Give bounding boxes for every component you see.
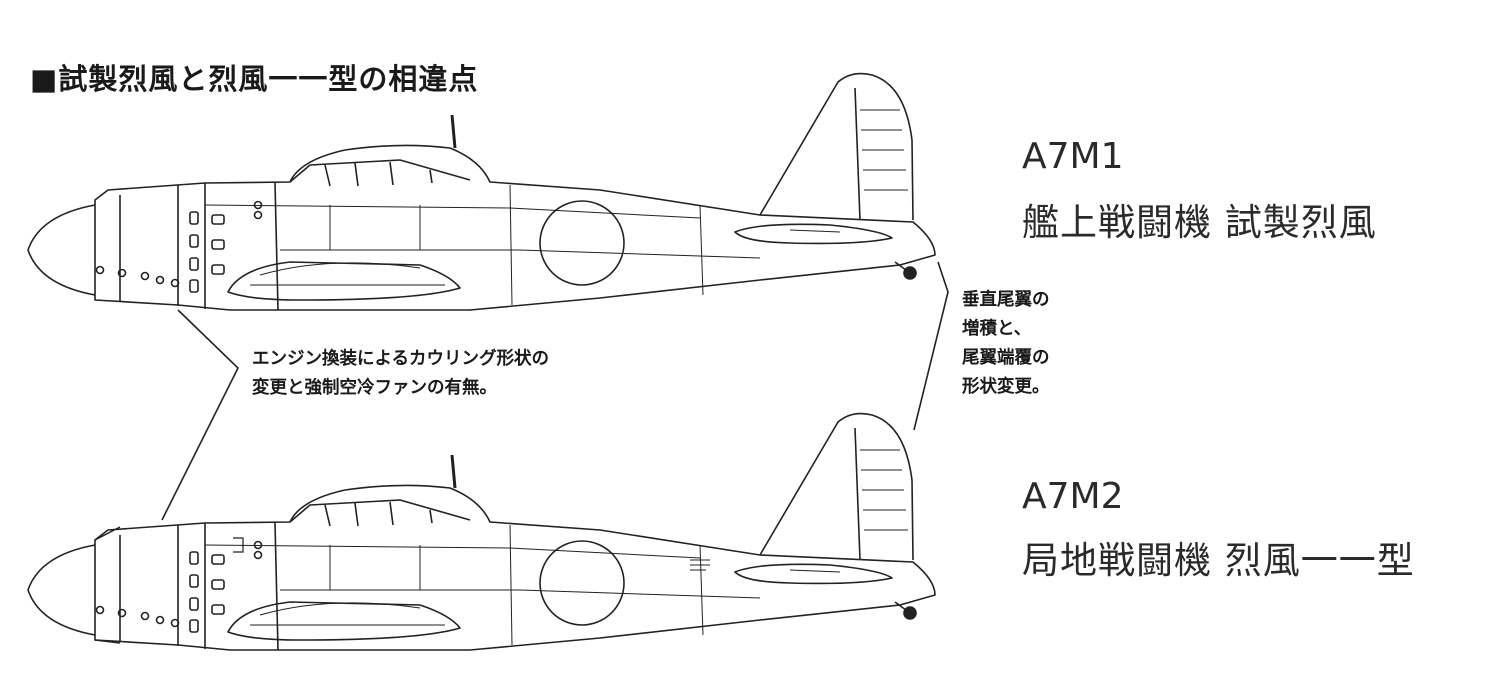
tail-leader-line [913, 261, 949, 431]
tail-note-line-3: 尾翼端覆の [962, 348, 1050, 368]
cowling-note-line-2: 変更と強制空冷ファンの有無。 [252, 378, 497, 398]
tail-note-line-2: 増積と、 [962, 319, 1032, 339]
tail-note-line-1: 垂直尾翼の [962, 290, 1050, 310]
tail-note-line-4: 形状変更。 [962, 377, 1050, 397]
cowling-note-line-1: エンジン換装によるカウリング形状の [252, 349, 549, 369]
a7m2-drawing [26, 412, 937, 652]
a7m1-name: 艦上戦闘機 試製烈風 [1022, 201, 1377, 244]
a7m2-name: 局地戦闘機 烈風一一型 [1022, 539, 1415, 582]
cowling-note: エンジン換装によるカウリング形状の 変更と強制空冷ファンの有無。 [252, 345, 549, 403]
diagram-heading: ■試製烈風と烈風一一型の相違点 [30, 62, 479, 96]
cowling-leader-line [161, 309, 239, 521]
a7m1-code: A7M1 [1022, 136, 1124, 177]
a7m1-drawing [26, 72, 937, 312]
tail-note: 垂直尾翼の 増積と、 尾翼端覆の 形状変更。 [962, 286, 1050, 402]
a7m2-code: A7M2 [1022, 476, 1124, 517]
